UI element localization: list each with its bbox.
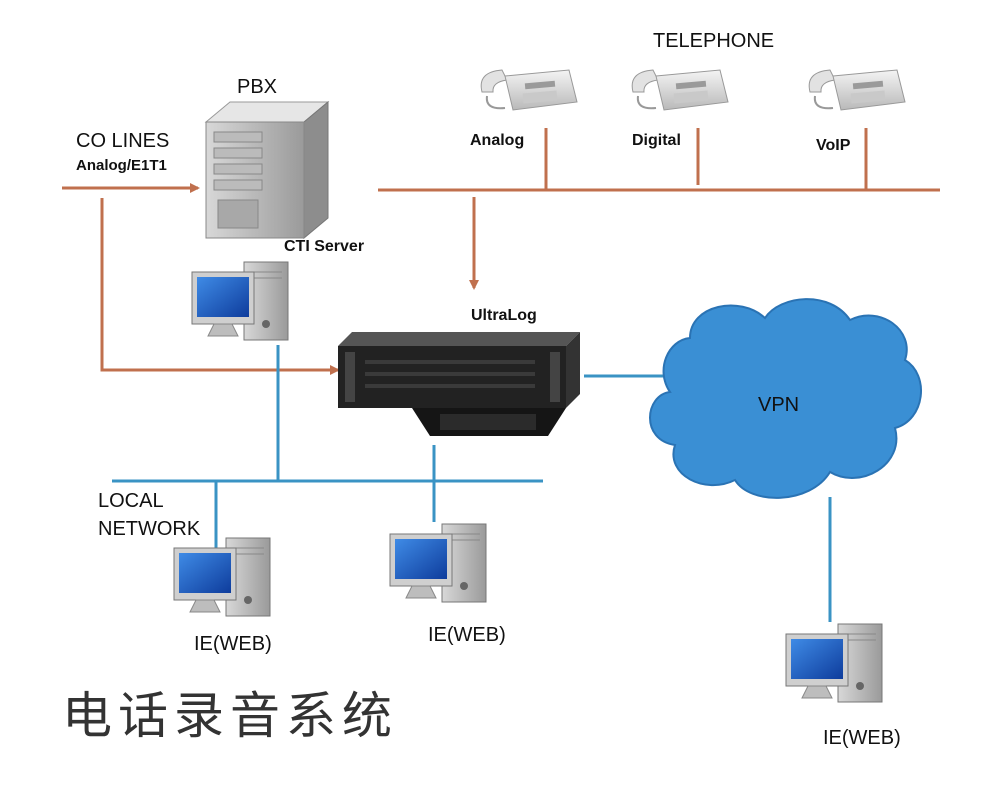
telephone-icon — [808, 69, 906, 111]
trunk-lines — [62, 128, 940, 375]
voip-phone-label: VoIP — [816, 137, 851, 154]
co-lines-to-ultralog-arrow — [100, 198, 340, 375]
analog-phone-label: Analog — [470, 132, 525, 149]
ie-web-label: IE(WEB) — [428, 624, 506, 646]
digital-phone-label: Digital — [632, 132, 681, 149]
ie-web-label: IE(WEB) — [823, 727, 901, 749]
ie-web-label: IE(WEB) — [194, 633, 272, 655]
cloud-icon — [649, 298, 922, 499]
pbx-label: PBX — [237, 76, 278, 98]
vpn-label: VPN — [758, 394, 800, 416]
pc-icon — [389, 523, 487, 603]
telephone-label: TELEPHONE — [653, 30, 775, 52]
diagram-title: 电话录音系统 — [62, 687, 398, 745]
co-lines-sublabel: Analog/E1T1 — [76, 157, 167, 174]
local-network-label-line2: NETWORK — [98, 518, 201, 540]
pc-icon — [173, 537, 271, 617]
pc-icon — [785, 623, 883, 703]
telephone-icon — [480, 69, 578, 111]
local-network-label-line1: LOCAL — [98, 490, 164, 512]
rack-server-icon — [338, 332, 580, 436]
pbx-tower-icon — [204, 100, 330, 240]
telephone-icon — [631, 69, 729, 111]
cti-server-label: CTI Server — [284, 238, 365, 255]
co-lines-label: CO LINES — [76, 130, 170, 152]
pc-icon — [191, 261, 289, 341]
network-lines — [112, 345, 832, 622]
ultralog-label: UltraLog — [471, 307, 537, 324]
